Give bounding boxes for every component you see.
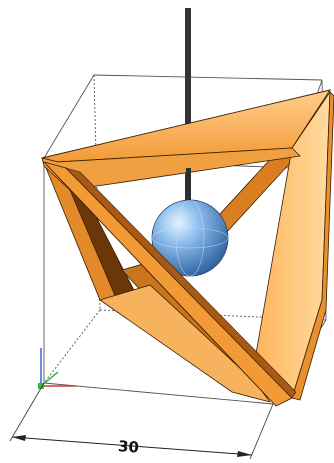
- dimension-arrow-left: [12, 435, 26, 441]
- dimension-line: [11, 436, 253, 456]
- sphere-equator: [151, 227, 229, 249]
- frame-front-diagonal-shade: [64, 167, 297, 399]
- dimension-value: 30: [117, 437, 139, 456]
- frame-top-plate-front: [41, 147, 301, 191]
- vertical-rod: [185, 8, 191, 208]
- vertical-rod-lower: [186, 168, 191, 200]
- dimension-arrow-right: [237, 451, 252, 457]
- frame-right-bar-edge: [291, 91, 334, 401]
- extension-line-left: [9, 382, 45, 442]
- extension-line-right: [249, 403, 274, 460]
- dimension-annotation: 30: [9, 382, 274, 460]
